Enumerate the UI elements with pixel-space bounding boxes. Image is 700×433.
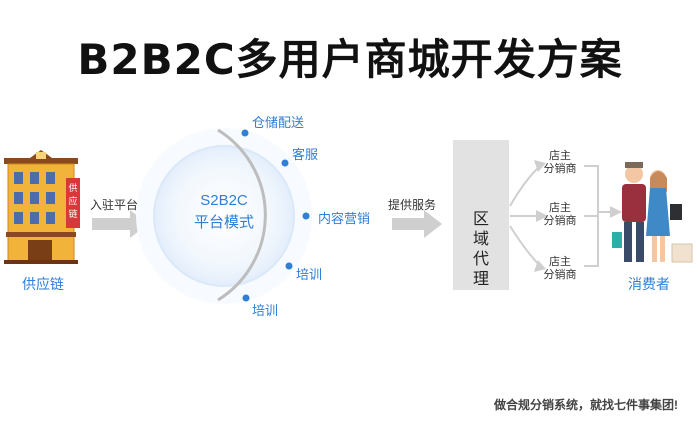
region-to-shop-lines bbox=[509, 165, 541, 267]
supplier-sign: 供 应 链 bbox=[68, 182, 78, 221]
supplier-label: 供应链 bbox=[22, 276, 64, 292]
distributor-label: 分销商 bbox=[543, 163, 577, 175]
supplier-sign-char: 应 bbox=[68, 196, 78, 206]
footer-slogan: 做合规分销系统，就找七件事集团! bbox=[494, 398, 678, 412]
shop-owner-label: 店主 bbox=[549, 256, 571, 268]
shop-owner-2: 店主 分销商 bbox=[538, 202, 582, 228]
region-char: 理 bbox=[472, 271, 489, 288]
provide-service-arrow bbox=[392, 210, 442, 238]
shop-owner-1: 店主 分销商 bbox=[538, 150, 582, 176]
distributor-label: 分销商 bbox=[543, 215, 577, 227]
service-training-2: 培训 bbox=[252, 303, 279, 318]
region-agent-text: 区 域 代 理 bbox=[453, 210, 509, 290]
service-dots bbox=[241, 129, 310, 302]
distributor-label: 分销商 bbox=[543, 269, 577, 281]
region-char: 代 bbox=[472, 251, 489, 268]
shop-owner-label: 店主 bbox=[549, 202, 571, 214]
platform-mode: 平台模式 bbox=[193, 214, 254, 231]
platform-name: S2B2C bbox=[200, 192, 248, 209]
shop-to-consumer-bracket bbox=[584, 165, 612, 267]
enter-platform-label: 入驻平台 bbox=[90, 198, 139, 212]
shop-owner-3: 店主 分销商 bbox=[538, 256, 582, 282]
region-char: 域 bbox=[472, 231, 489, 248]
supplier-sign-char: 供 bbox=[68, 183, 78, 193]
consumers-icon bbox=[612, 162, 693, 263]
page-title: B2B2C多用户商城开发方案 bbox=[77, 35, 623, 84]
region-agent-box bbox=[453, 140, 509, 290]
shop-owner-label: 店主 bbox=[549, 150, 571, 162]
service-warehouse: 仓储配送 bbox=[252, 115, 305, 130]
region-char: 区 bbox=[472, 211, 489, 228]
provide-service-label: 提供服务 bbox=[388, 198, 437, 212]
service-training-1: 培训 bbox=[296, 267, 323, 282]
supplier-building-icon bbox=[4, 150, 80, 264]
service-arc bbox=[217, 128, 267, 302]
service-customer-care: 客服 bbox=[292, 147, 319, 162]
service-content-marketing: 内容营销 bbox=[318, 211, 371, 226]
supplier-sign-char: 链 bbox=[68, 209, 78, 219]
consumer-label: 消费者 bbox=[628, 276, 670, 292]
platform-mode-text: S2B2C 平台模式 bbox=[160, 190, 288, 234]
